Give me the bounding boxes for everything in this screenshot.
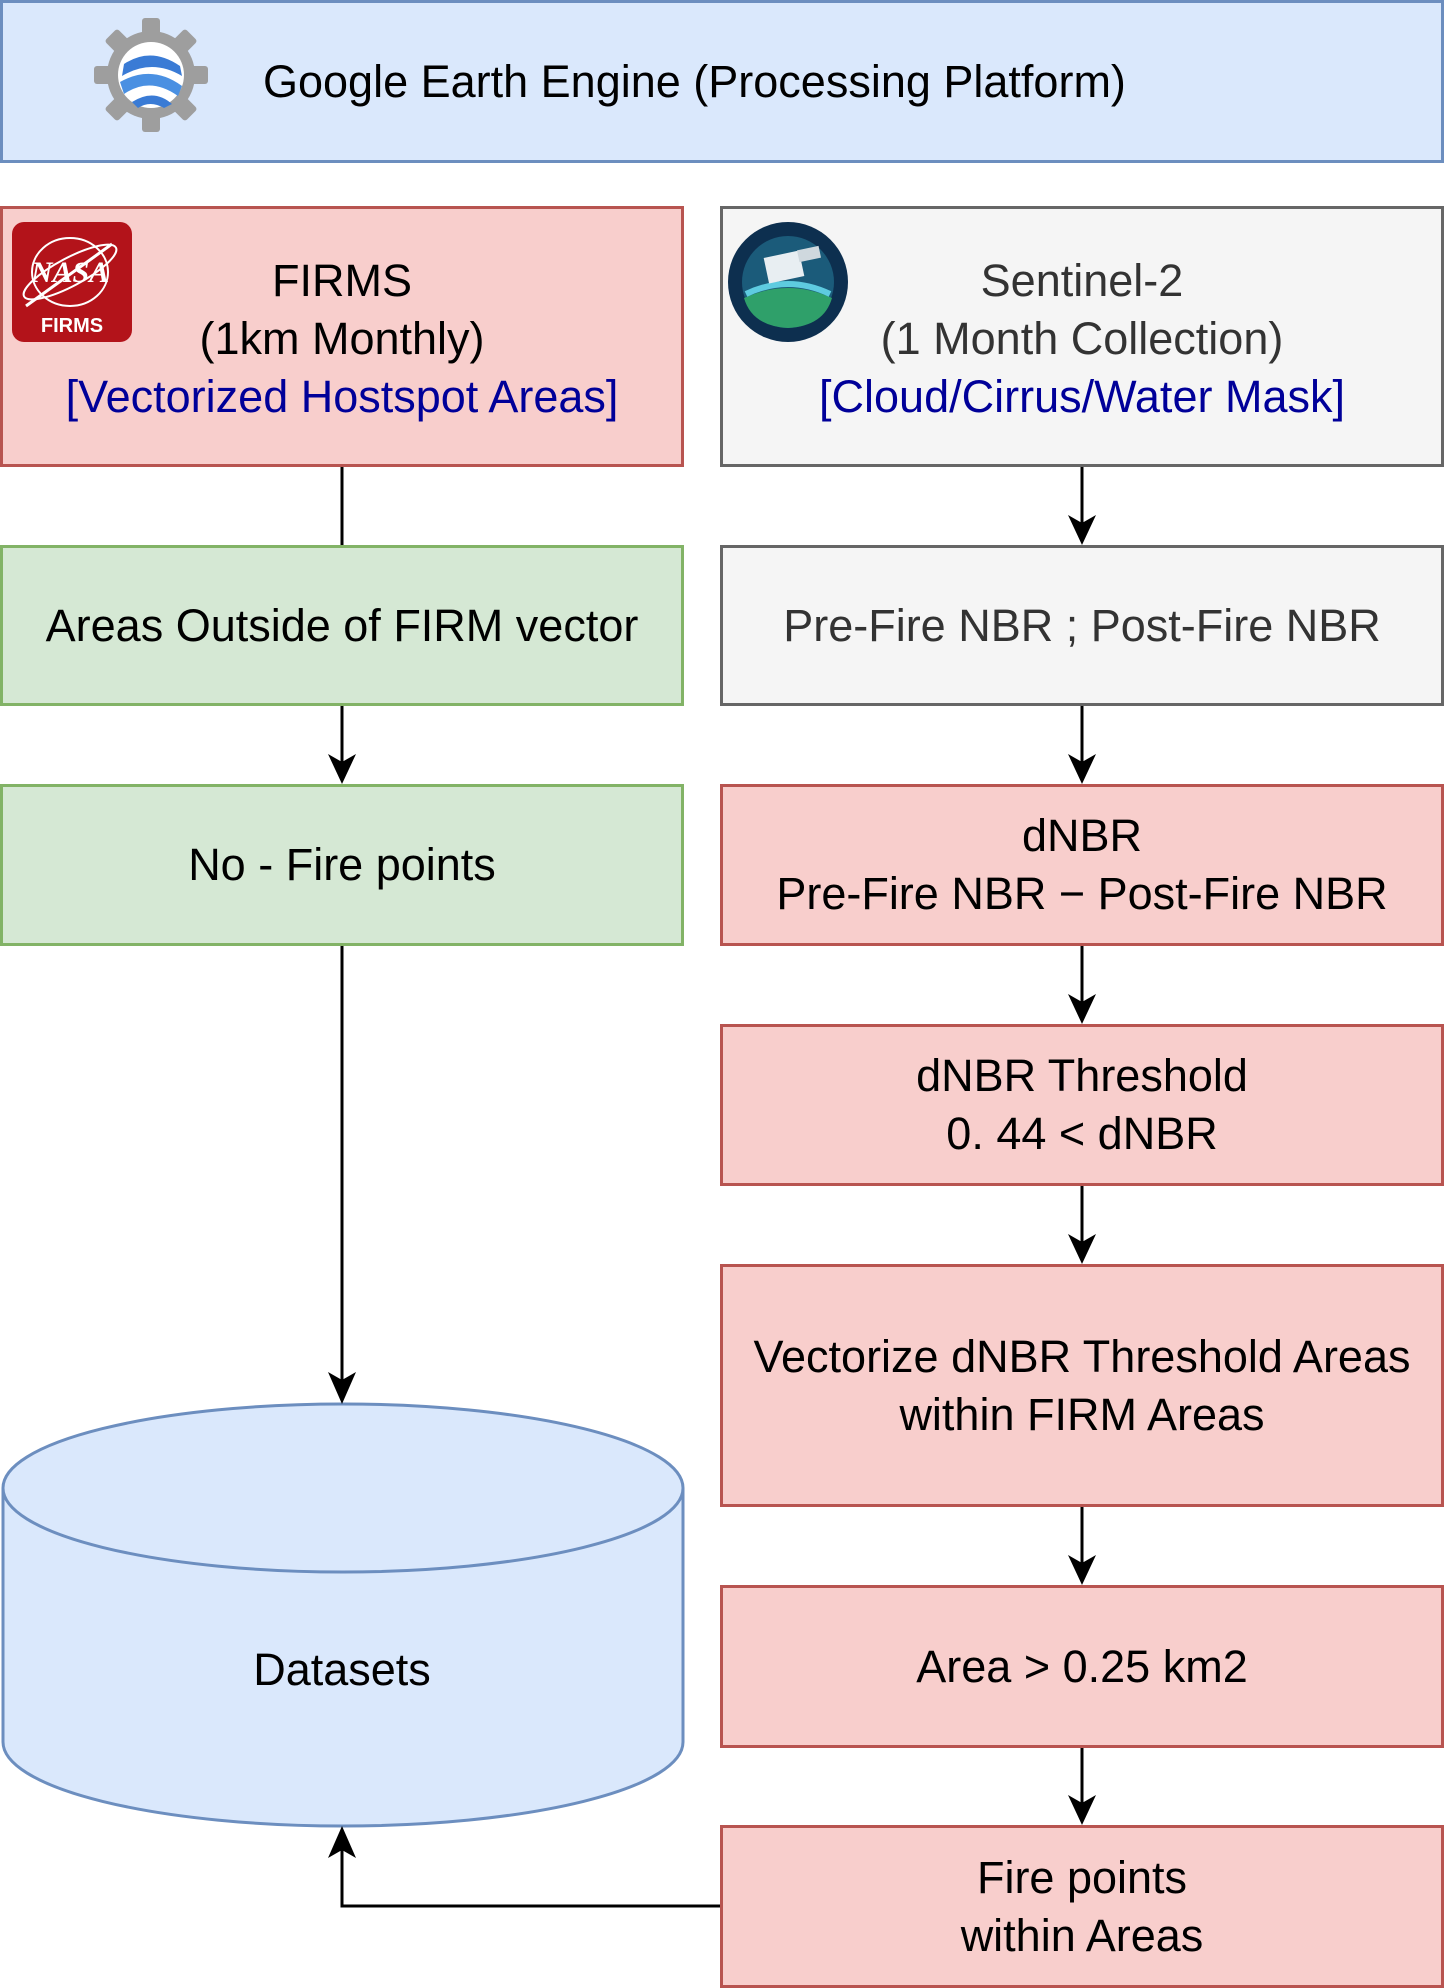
arrowhead-nbr: [1068, 515, 1096, 545]
vectorize-line-1: Vectorize dNBR Threshold Areas: [753, 1330, 1411, 1382]
dnbr-formula: Pre-Fire NBR − Post-Fire NBR: [776, 868, 1388, 919]
dnbr-threshold-rule: 0. 44 < dNBR: [946, 1108, 1218, 1159]
fire-points-box: Fire points within Areas: [720, 1825, 1444, 1988]
dnbr-threshold-box: dNBR Threshold 0. 44 < dNBR: [720, 1024, 1444, 1186]
firms-subtitle: (1km Monthly): [199, 312, 485, 364]
sentinel-2-copernicus-logo: [728, 222, 848, 342]
platform-header: Google Earth Engine (Processing Platform…: [0, 0, 1444, 163]
datasets-label-wrap: Datasets: [0, 1620, 684, 1720]
areas-outside-box: Areas Outside of FIRM vector: [0, 545, 684, 706]
sentinel-subtitle: (1 Month Collection): [880, 312, 1284, 364]
nbr-label: Pre-Fire NBR ; Post-Fire NBR: [783, 599, 1381, 651]
vectorize-box: Vectorize dNBR Threshold Areas within FI…: [720, 1264, 1444, 1507]
area-filter-label: Area > 0.25 km2: [916, 1640, 1248, 1692]
datasets-cylinder: [1, 1402, 685, 1828]
sentinel-title: Sentinel-2: [980, 254, 1184, 306]
sentinel-note: [Cloud/Cirrus/Water Mask]: [819, 370, 1345, 422]
areas-outside-label: Areas Outside of FIRM vector: [45, 599, 639, 651]
firms-logo-caption: FIRMS: [41, 315, 103, 337]
arrowhead-firepoints: [1068, 1795, 1096, 1825]
area-filter-box: Area > 0.25 km2: [720, 1585, 1444, 1748]
arrowhead-threshold: [1068, 994, 1096, 1024]
dnbr-title: dNBR: [1021, 810, 1143, 861]
arrowhead-area: [1068, 1555, 1096, 1585]
firms-note: [Vectorized Hostspot Areas]: [65, 370, 619, 422]
fire-points-line-1: Fire points: [976, 1851, 1188, 1903]
arrowhead-outside: [328, 754, 356, 784]
arrowhead-vectorize: [1068, 1234, 1096, 1264]
sentinel-source-box: Sentinel-2 (1 Month Collection) [Cloud/C…: [720, 206, 1444, 467]
dnbr-threshold-title: dNBR Threshold: [916, 1050, 1248, 1101]
google-earth-engine-gear-icon: [94, 18, 208, 132]
arrowhead-dnbr: [1068, 754, 1096, 784]
nbr-box: Pre-Fire NBR ; Post-Fire NBR: [720, 545, 1444, 706]
nasa-firms-logo: NASA FIRMS: [12, 222, 132, 342]
fire-points-line-2: within Areas: [960, 1909, 1204, 1961]
arrowhead-nofire: [328, 1372, 356, 1404]
platform-title: Google Earth Engine (Processing Platform…: [263, 56, 1126, 107]
arrowhead-datasets-bottom: [328, 1826, 356, 1858]
no-fire-points-label: No - Fire points: [188, 839, 496, 890]
firms-title: FIRMS: [272, 254, 412, 306]
no-fire-points-box: No - Fire points: [0, 784, 684, 946]
nasa-logo-text: NASA: [30, 256, 109, 289]
firepoints-to-datasets-arrow: [340, 1840, 720, 1908]
vectorize-line-2: within FIRM Areas: [899, 1388, 1265, 1440]
datasets-label: Datasets: [253, 1644, 431, 1695]
dnbr-box: dNBR Pre-Fire NBR − Post-Fire NBR: [720, 784, 1444, 946]
